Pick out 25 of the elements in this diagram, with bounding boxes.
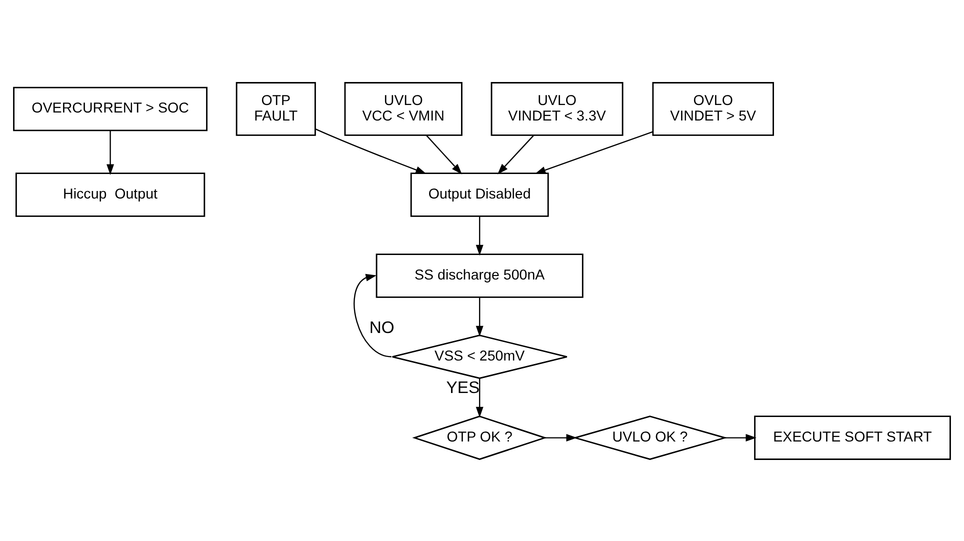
node-box: OVLO VINDET > 5V [652,82,774,136]
arrow [544,434,578,442]
node-box: Hiccup Output [15,172,206,216]
node-box: SS discharge 500nA [376,253,584,298]
node-box: Output Disabled [410,172,549,216]
node-box: EXECUTE SOFT START [754,415,951,460]
arrow [476,297,484,336]
node-diamond: OTP OK ? [412,415,548,460]
node-box: UVLO VCC < VMIN [344,82,462,136]
arrow [724,434,756,442]
arrow [426,134,462,174]
arrow [315,128,426,174]
node-box: OTP FAULT [236,82,316,136]
node-box: OVERCURRENT > SOC [13,86,208,131]
arrow [354,273,392,357]
arrow [497,134,534,174]
arrow [476,378,484,418]
edge-label: YES [446,377,480,396]
arrow [476,216,484,256]
arrow [534,130,653,174]
node-box: UVLO VINDET < 3.3V [490,82,624,136]
node-diamond: UVLO OK ? [572,415,728,460]
edge-label: NO [369,317,394,336]
node-diamond: VSS < 250mV [392,334,568,378]
arrow [106,130,114,174]
